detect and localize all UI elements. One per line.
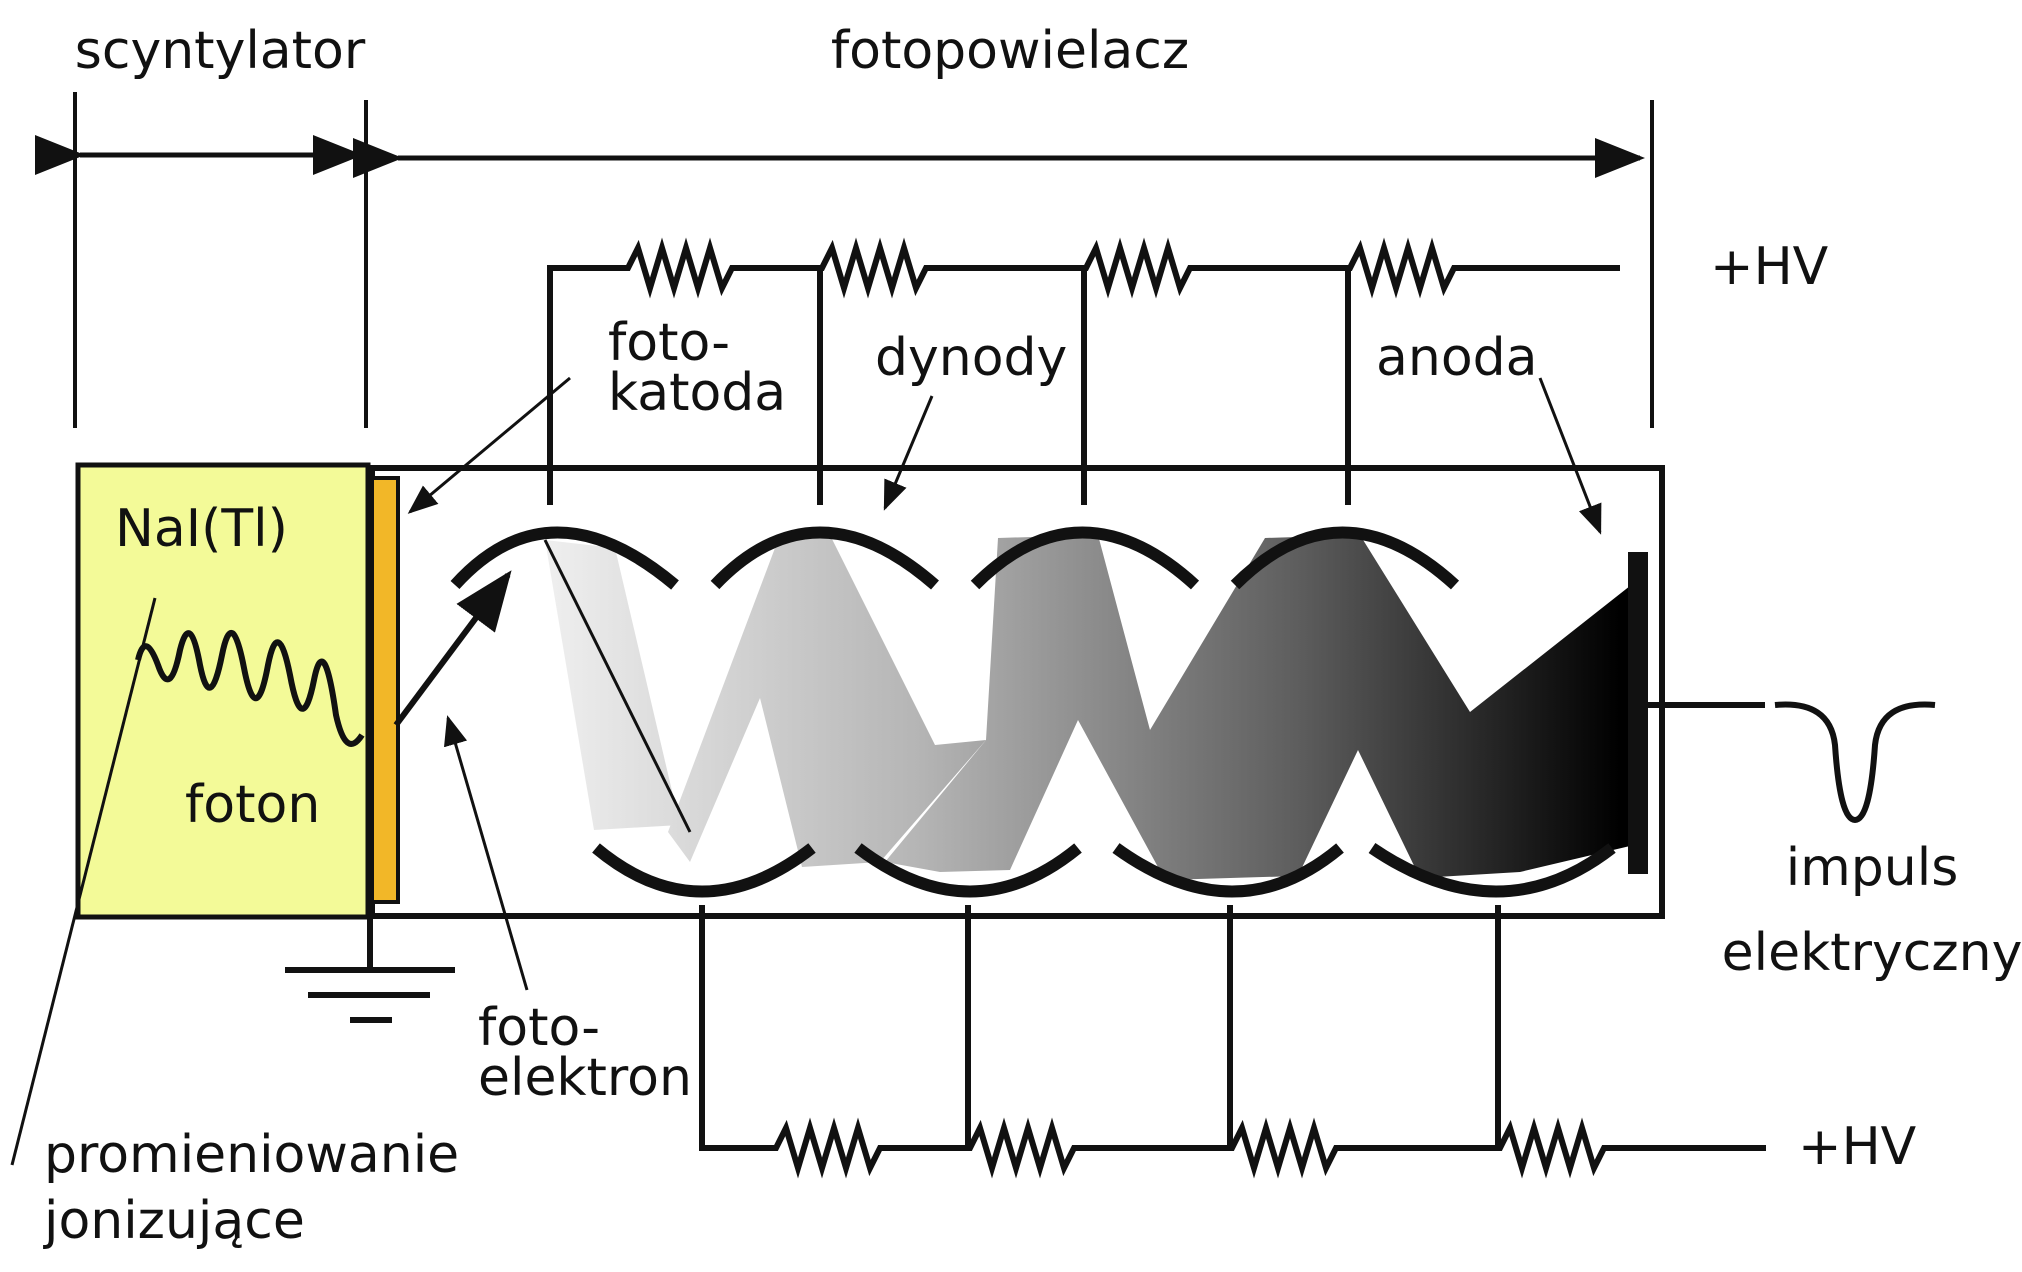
- dynode-upper-2: [710, 526, 939, 590]
- resistor-icon: [699, 905, 1766, 1179]
- electron-cascade-3: [885, 535, 1635, 880]
- photoelectron-label-line1: foto-: [478, 998, 600, 1058]
- electron-cascade-1: [545, 540, 680, 830]
- dimension-markers: [35, 92, 1654, 428]
- lower-dynodes: [592, 843, 1616, 898]
- nai-crystal: [75, 462, 371, 920]
- top-resistor-chain: [547, 237, 1620, 505]
- bottom-resistor-chain: [699, 905, 1766, 1179]
- dynodes-label: dynody: [875, 328, 1067, 388]
- scintillator-label: scyntylator: [75, 21, 366, 81]
- resistor-icon: [547, 237, 1620, 505]
- anode-pointer-arrow: [1538, 377, 1602, 535]
- radiation-label-line1: promieniowanie: [44, 1125, 459, 1185]
- hv-top-label: +HV: [1710, 237, 1829, 297]
- photon-wave-icon: [135, 630, 365, 747]
- ground-symbol-icon: [285, 916, 455, 1023]
- photomultiplier-label: fotopowielacz: [831, 21, 1189, 81]
- dynode-lower-2: [854, 843, 1082, 898]
- dynode-lower-4: [1368, 843, 1616, 898]
- electron-path-line: [543, 539, 692, 833]
- dynode-upper-1: [450, 526, 679, 590]
- radiation-label-line2: jonizujące: [43, 1191, 305, 1251]
- pulse-label-line1: impuls: [1786, 838, 1959, 898]
- photocathode-pointer-arrow: [407, 376, 571, 514]
- photocathode: [370, 476, 400, 904]
- photoelectron-arrow: [393, 570, 512, 727]
- dynode-upper-4: [1230, 526, 1460, 590]
- electron-cascade-2: [668, 535, 986, 867]
- dynode-lower-3: [1112, 843, 1344, 898]
- photoelectron-pointer-arrow: [444, 715, 529, 991]
- upper-dynodes: [450, 526, 1460, 590]
- radiation-track-line: [10, 597, 157, 1166]
- dynode-lower-1: [592, 843, 816, 898]
- anode-plate: [1628, 552, 1648, 874]
- photocathode-label-line1: foto-: [608, 313, 730, 373]
- pulse-label-line2: elektryczny: [1722, 923, 2022, 983]
- photoelectron-label-line2: elektron: [478, 1048, 692, 1108]
- anode-label: anoda: [1376, 328, 1538, 388]
- dynodes-pointer-arrow: [883, 395, 934, 511]
- crystal-label: NaI(Tl): [115, 499, 288, 559]
- hv-bottom-label: +HV: [1798, 1117, 1917, 1177]
- photocathode-label-line2: katoda: [608, 363, 786, 423]
- dynode-upper-3: [970, 526, 1200, 590]
- pulse-waveform-icon: [1774, 701, 1936, 824]
- photon-label: foton: [185, 775, 320, 835]
